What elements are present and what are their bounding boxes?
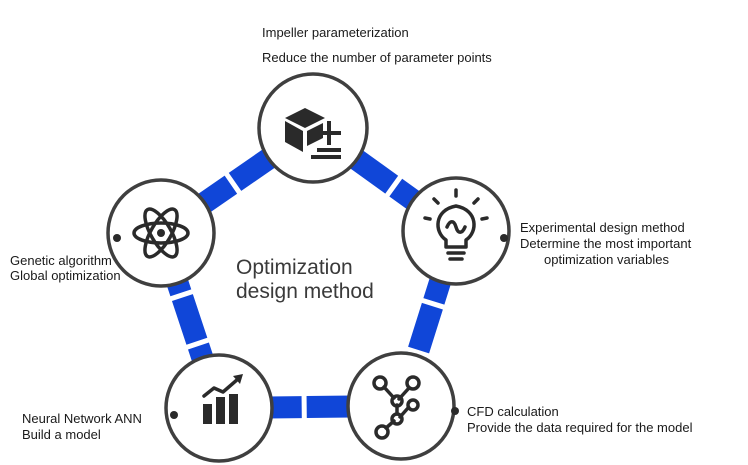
label-cfd-desc: Provide the data required for the model	[467, 420, 693, 435]
node-genetic	[106, 178, 216, 288]
connector-dot-ann	[170, 411, 178, 419]
center-title-line2: design method	[236, 280, 374, 303]
center-title-line1: Optimization	[236, 256, 353, 279]
label-genetic-desc: Global optimization	[10, 268, 121, 283]
label-experimental-desc1: Determine the most important	[520, 236, 692, 251]
node-impeller	[257, 72, 369, 184]
bar-chart-trend-icon	[202, 374, 243, 424]
label-genetic-title: Genetic algorithm	[10, 253, 112, 268]
node-experimental	[401, 176, 511, 286]
node-cfd	[346, 351, 456, 461]
connector-dot-cfd	[451, 407, 459, 415]
cube-plus-minus-icon	[285, 108, 341, 159]
network-nodes-icon	[372, 375, 421, 440]
label-experimental-desc2: optimization variables	[544, 252, 670, 267]
connector-dot-experimental	[500, 234, 508, 242]
node-ann	[164, 353, 274, 463]
label-impeller-title: Impeller parameterization	[262, 25, 409, 40]
label-ann-title: Neural Network ANN	[22, 411, 142, 426]
lightbulb-icon	[423, 188, 489, 261]
label-impeller-desc: Reduce the number of parameter points	[262, 50, 492, 65]
connector-dot-genetic	[113, 234, 121, 242]
label-experimental-title: Experimental design method	[520, 220, 685, 235]
label-ann-desc: Build a model	[22, 427, 101, 442]
center-title: Optimization design method	[236, 256, 374, 304]
atom-icon	[132, 207, 190, 259]
label-cfd-title: CFD calculation	[467, 404, 559, 419]
